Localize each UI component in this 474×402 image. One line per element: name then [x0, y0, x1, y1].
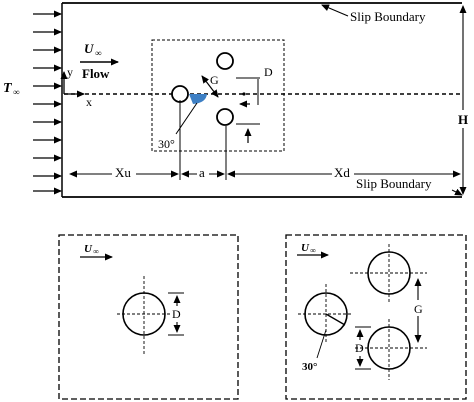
- centerline-marker-dot: [242, 92, 246, 96]
- main-domain: T ∞ U ∞ Flow y x G D 30°: [3, 2, 468, 198]
- inlet-temperature-subscript: ∞: [13, 87, 19, 97]
- angle-wedge-highlight: [189, 94, 207, 104]
- upstream-distance-label: Xu: [115, 165, 131, 180]
- y-axis-label: y: [67, 65, 73, 79]
- single-cylinder-panel: U ∞ D: [58, 234, 239, 400]
- triple-angle-leader: [316, 329, 327, 359]
- inlet-arrows: [33, 10, 62, 195]
- diameter-label: D: [264, 65, 273, 79]
- bottom-boundary-leader: [451, 188, 463, 196]
- top-boundary-label: Slip Boundary: [350, 9, 426, 24]
- spacing-arrow: [201, 75, 219, 98]
- inlet-temperature-symbol: T: [3, 81, 13, 96]
- triple-angle-label: 30°: [302, 361, 317, 373]
- bottom-downstream-cylinder: [216, 108, 234, 126]
- gap-label-bg: [197, 165, 209, 179]
- x-axis-label: x: [86, 95, 92, 109]
- single-cylinder: [122, 292, 166, 336]
- angle-leader-line: [175, 102, 198, 135]
- single-panel-velocity-symbol: U: [84, 243, 93, 255]
- top-downstream-cylinder: [216, 52, 234, 70]
- triple-top-cylinder: [367, 251, 411, 295]
- triple-panel-border: [285, 234, 467, 400]
- gap-distance-label: a: [199, 165, 205, 180]
- triple-spacing-label: G: [414, 302, 423, 316]
- freestream-velocity-subscript: ∞: [95, 48, 101, 58]
- triple-diameter-label: D: [355, 341, 364, 355]
- angle-label: 30°: [158, 137, 175, 151]
- height-label: H: [458, 112, 468, 127]
- single-panel-velocity-subscript: ∞: [93, 247, 99, 256]
- bottom-boundary-label: Slip Boundary: [356, 176, 432, 191]
- upstream-cylinder: [171, 85, 189, 103]
- triple-angle-line: [325, 313, 346, 326]
- upstream-label-bg: [112, 164, 136, 180]
- triple-upstream-cylinder: [304, 292, 348, 336]
- triple-bottom-cylinder: [367, 326, 411, 370]
- downstream-label-bg: [332, 164, 354, 180]
- three-cylinder-panel: U ∞ 30° G D: [285, 234, 467, 400]
- single-panel-border: [58, 234, 239, 400]
- cylinder-region-box: [151, 39, 285, 152]
- spacing-label: G: [210, 73, 219, 87]
- downstream-distance-label: Xd: [334, 165, 350, 180]
- triple-panel-velocity-subscript: ∞: [310, 246, 316, 255]
- single-diameter-label: D: [172, 307, 181, 321]
- freestream-velocity-symbol: U: [84, 41, 94, 56]
- triple-spacing-label-bg: [413, 300, 424, 316]
- triple-panel-velocity-symbol: U: [301, 242, 310, 254]
- flow-label: Flow: [82, 66, 110, 81]
- top-boundary-leader: [321, 4, 349, 17]
